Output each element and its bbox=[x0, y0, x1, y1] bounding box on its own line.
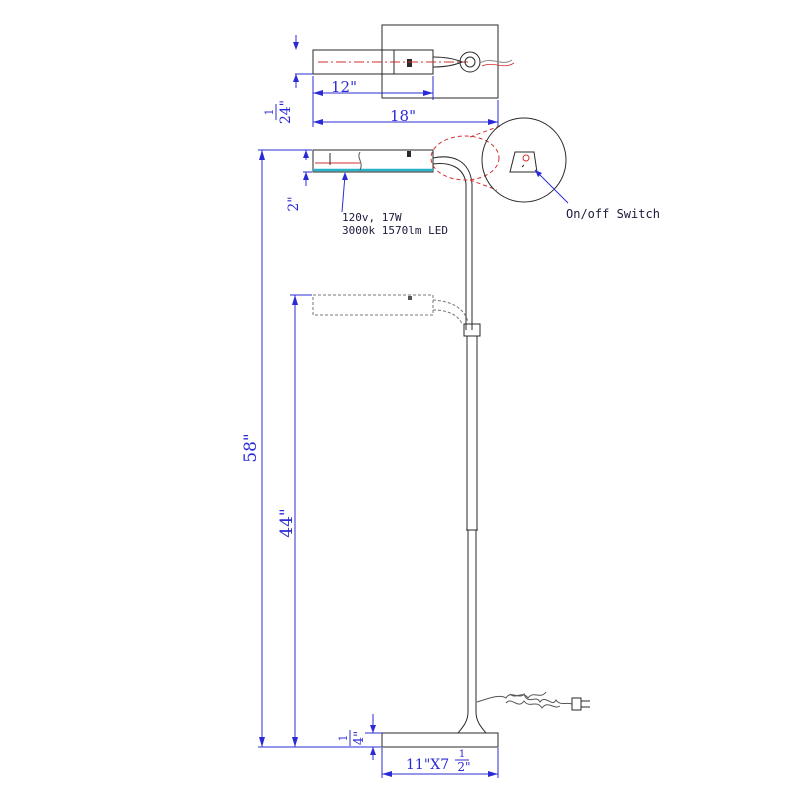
switch-detail-housing bbox=[509, 151, 538, 173]
switch-detail-circle bbox=[481, 117, 567, 203]
dim-label-total-height: 58" bbox=[241, 433, 261, 462]
lamp-pole bbox=[456, 323, 488, 734]
base-size-dimension bbox=[381, 748, 499, 778]
led-leader-line bbox=[341, 174, 346, 213]
pole-base-flare bbox=[456, 711, 488, 734]
head-thickness-dimension bbox=[303, 149, 312, 186]
switch-callout-label: On/off Switch bbox=[566, 207, 660, 221]
dim-label-total-length: 18" bbox=[390, 107, 416, 125]
dim-label-top-thickness: 1 24" bbox=[263, 100, 294, 124]
base-thickness-dimension bbox=[258, 714, 382, 760]
gooseneck-inner bbox=[432, 163, 467, 330]
switch-detail-callout bbox=[430, 117, 569, 204]
dim-label-base-thickness: 1 4" bbox=[337, 730, 367, 746]
power-cord bbox=[476, 691, 590, 711]
head-break-line bbox=[358, 151, 362, 171]
pole-collar bbox=[463, 323, 481, 337]
dim-base-size-num: 1 bbox=[459, 749, 465, 760]
min-height-dimension bbox=[290, 294, 312, 747]
lamp-head-lowered bbox=[312, 294, 469, 325]
top-view-cord bbox=[479, 59, 513, 64]
top-view-switch-icon bbox=[407, 59, 412, 67]
switch-region-circle bbox=[430, 135, 500, 181]
dim-label-head-length: 12" bbox=[331, 78, 357, 96]
dim-base-size-den: 2" bbox=[457, 760, 470, 774]
switch-detail-button bbox=[522, 154, 530, 162]
dim-top-thickness-num: 1 bbox=[263, 109, 276, 116]
head-switch-icon bbox=[407, 151, 411, 157]
top-view-neck bbox=[432, 56, 464, 68]
dim-base-thickness-num: 1 bbox=[337, 735, 350, 742]
led-spec-line-2: 3000k 1570lm LED bbox=[342, 224, 448, 237]
dim-base-thickness-den: 4" bbox=[352, 731, 367, 745]
plug-body bbox=[571, 697, 582, 711]
top-view-pole-inner bbox=[464, 56, 476, 68]
dim-label-base-size: 11"X7 bbox=[406, 757, 449, 773]
total-height-dimension bbox=[258, 149, 303, 747]
top-view bbox=[312, 24, 515, 99]
top-view-pole-outer bbox=[459, 51, 481, 73]
led-spec-line-1: 120v, 17W bbox=[342, 211, 402, 224]
top-view-dimensions bbox=[293, 35, 499, 127]
lamp-base-plate bbox=[381, 732, 499, 748]
dim-top-thickness-den: 24" bbox=[278, 100, 294, 124]
lamp-head-body bbox=[312, 149, 434, 173]
lamp-head-upper bbox=[312, 149, 473, 330]
dim-label-min-height: 44" bbox=[277, 508, 297, 537]
switch-leader-line bbox=[534, 169, 569, 204]
lowered-gooseneck bbox=[432, 299, 469, 323]
dim-label-head-thickness: 2" bbox=[286, 196, 302, 211]
lowered-head-body bbox=[312, 294, 434, 316]
gooseneck-outer bbox=[432, 156, 473, 330]
